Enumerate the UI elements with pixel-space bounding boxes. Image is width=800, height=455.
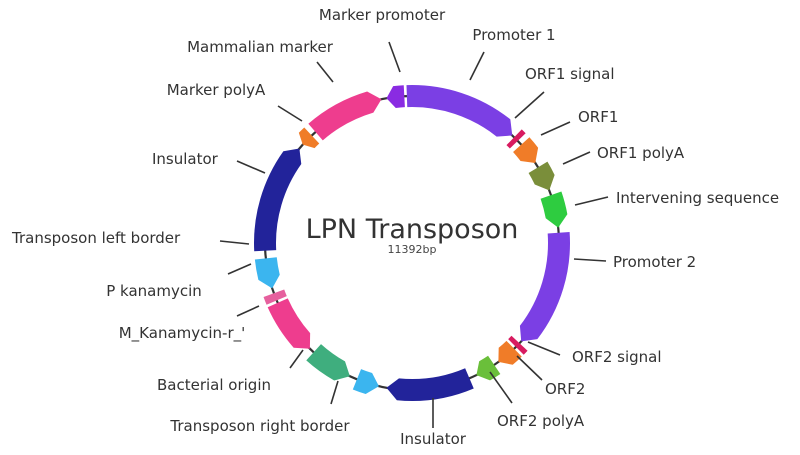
leader-line-intervening-sequence <box>574 196 609 206</box>
feature-segment-orf2[interactable] <box>498 340 522 365</box>
feature-label-insulator-left: Insulator <box>152 150 219 168</box>
feature-segment-orf1[interactable] <box>513 137 539 163</box>
feature-segment-orf2-polya[interactable] <box>476 355 501 381</box>
leader-line-m-kanamycin <box>236 305 260 317</box>
leader-line-orf2-signal <box>527 341 561 356</box>
leader-line-marker-polya <box>277 105 303 122</box>
feature-label-insulator-bottom: Insulator <box>400 430 467 448</box>
feature-segment-transposon-right-border[interactable] <box>352 369 379 395</box>
feature-segment-m-kanamycin[interactable] <box>267 298 311 349</box>
feature-segment-bacterial-origin[interactable] <box>306 344 350 381</box>
feature-label-marker-promoter: Marker promoter <box>319 6 446 24</box>
leader-line-orf2 <box>516 355 543 381</box>
leader-line-transposon-right-border <box>330 380 339 405</box>
feature-segment-orf1-signal[interactable] <box>506 129 526 149</box>
feature-label-intervening-sequence: Intervening sequence <box>616 189 779 207</box>
leader-line-orf1-signal <box>514 91 545 119</box>
leader-line-marker-promoter <box>388 41 401 73</box>
leader-line-bacterial-origin <box>289 349 304 369</box>
feature-label-mammalian-marker: Mammalian marker <box>187 38 334 56</box>
plasmid-name: LPN Transposon <box>306 214 519 245</box>
feature-label-promoter-2: Promoter 2 <box>613 253 696 271</box>
feature-label-orf2-polya: ORF2 polyA <box>497 412 585 430</box>
leader-line-orf1-polya <box>562 151 591 165</box>
feature-label-orf1-polya: ORF1 polyA <box>597 144 685 162</box>
feature-label-orf2: ORF2 <box>545 380 585 398</box>
feature-label-marker-polya: Marker polyA <box>167 81 266 99</box>
leader-line-promoter-1 <box>469 51 485 81</box>
feature-label-orf2-signal: ORF2 signal <box>572 348 662 366</box>
feature-label-transposon-left-border: Transposon left border <box>11 229 181 247</box>
feature-label-bacterial-origin: Bacterial origin <box>157 376 271 394</box>
leader-line-p-kanamycin <box>227 263 252 275</box>
feature-segment-insulator-left[interactable] <box>254 148 302 252</box>
feature-label-orf1: ORF1 <box>578 108 618 126</box>
feature-segment-transposon-left-border[interactable] <box>254 257 280 289</box>
feature-label-promoter-1: Promoter 1 <box>472 26 555 44</box>
feature-segment-mammalian-marker[interactable] <box>308 91 382 141</box>
feature-segment-promoter-2[interactable] <box>519 231 570 342</box>
feature-label-m-kanamycin: M_Kanamycin-r_' <box>119 324 246 343</box>
leader-line-promoter-2 <box>573 258 607 262</box>
feature-segment-intervening-sequence[interactable] <box>540 191 568 228</box>
feature-segment-marker-promoter[interactable] <box>386 85 405 108</box>
feature-label-p-kanamycin: P kanamycin <box>106 282 202 300</box>
feature-segment-promoter-1[interactable] <box>406 85 513 137</box>
feature-segment-p-kanamycin[interactable] <box>263 289 287 305</box>
feature-segment-insulator-bottom[interactable] <box>386 368 474 402</box>
feature-segment-orf2-signal[interactable] <box>508 335 528 355</box>
feature-segment-marker-polya[interactable] <box>298 127 320 149</box>
leader-line-orf2-polya <box>489 371 513 404</box>
feature-segment-orf1-polya[interactable] <box>528 161 555 191</box>
leader-line-insulator-left <box>236 160 266 174</box>
leader-line-transposon-left-border <box>219 240 250 245</box>
feature-label-orf1-signal: ORF1 signal <box>525 65 615 83</box>
feature-label-transposon-right-border: Transposon right border <box>169 417 350 435</box>
leader-line-orf1 <box>540 121 571 136</box>
leader-line-mammalian-marker <box>316 61 334 83</box>
plasmid-size: 11392bp <box>388 243 437 256</box>
